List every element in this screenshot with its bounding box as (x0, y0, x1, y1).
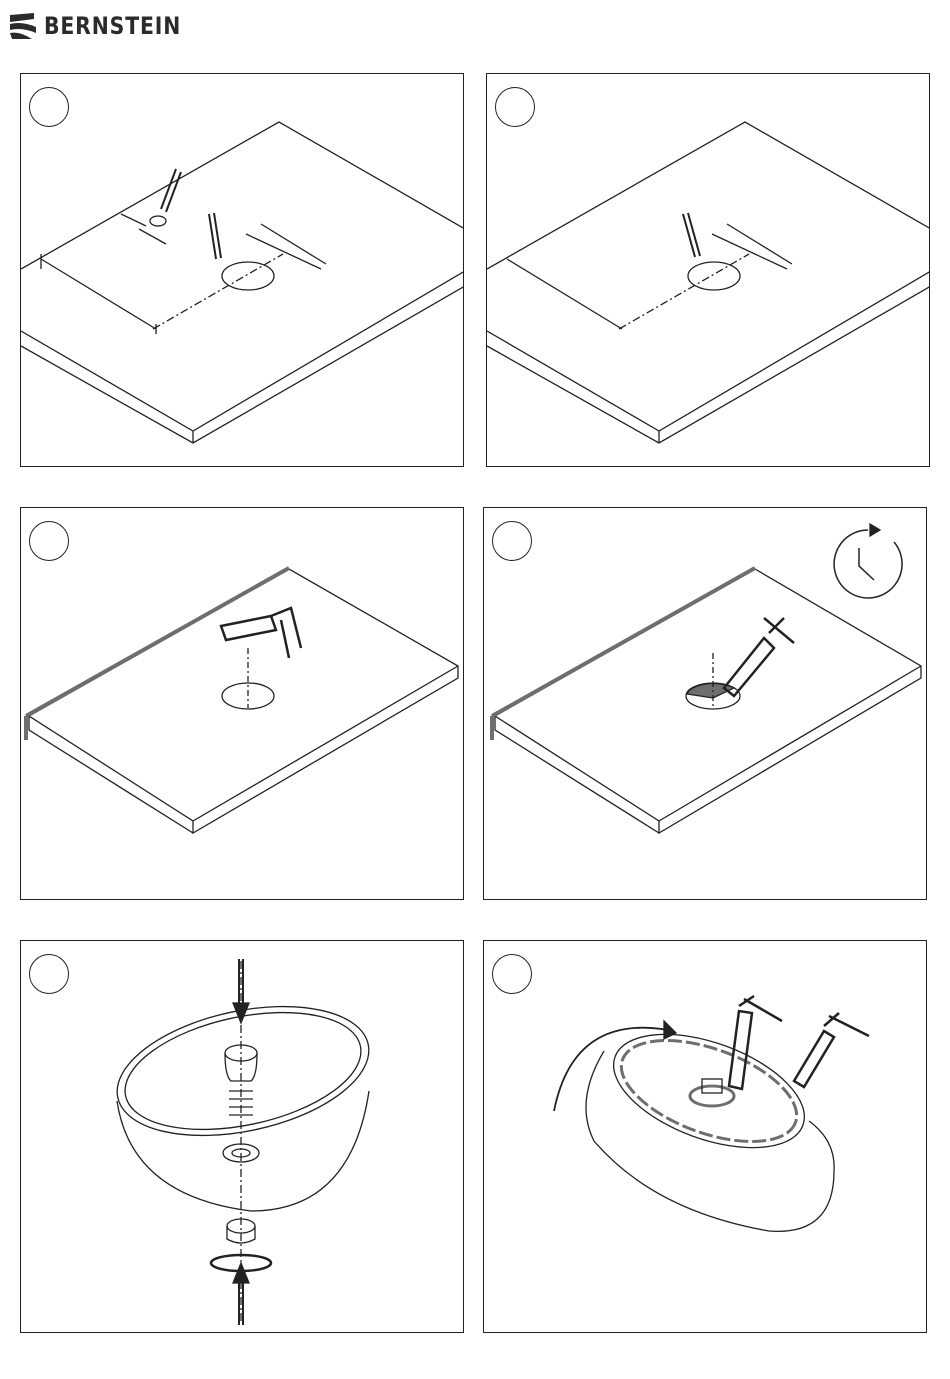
step-number-circle (29, 521, 69, 561)
rim-sealing-illustration (553, 994, 870, 1232)
logo-mark-icon (10, 13, 36, 39)
step-panel-4 (483, 507, 927, 900)
arrow-up-icon (232, 1261, 250, 1284)
countertop-marking-illustration (487, 121, 929, 444)
clock-icon (833, 522, 903, 599)
step-number-circle (29, 87, 69, 127)
step-panel-5 (20, 940, 464, 1333)
countertop-marking-illustration (21, 121, 463, 444)
rotate-icon (209, 1253, 273, 1273)
step-number-circle (29, 954, 69, 994)
silicone-application-illustration (24, 566, 459, 835)
arrow-down-icon (232, 1002, 250, 1025)
step-panel-1 (20, 73, 464, 467)
curved-arrow-icon (553, 1026, 675, 1112)
step-panel-6 (483, 940, 927, 1333)
step-panel-3 (20, 507, 464, 900)
step-number-circle (492, 954, 532, 994)
step-number-circle (492, 521, 532, 561)
sealing-and-wait-illustration (490, 522, 922, 835)
step-number-circle (495, 87, 535, 127)
step-panel-2 (486, 73, 930, 467)
brand-name: BERNSTEIN (44, 12, 182, 40)
drain-installation-illustration (116, 959, 370, 1325)
brand-logo: BERNSTEIN (8, 8, 205, 44)
